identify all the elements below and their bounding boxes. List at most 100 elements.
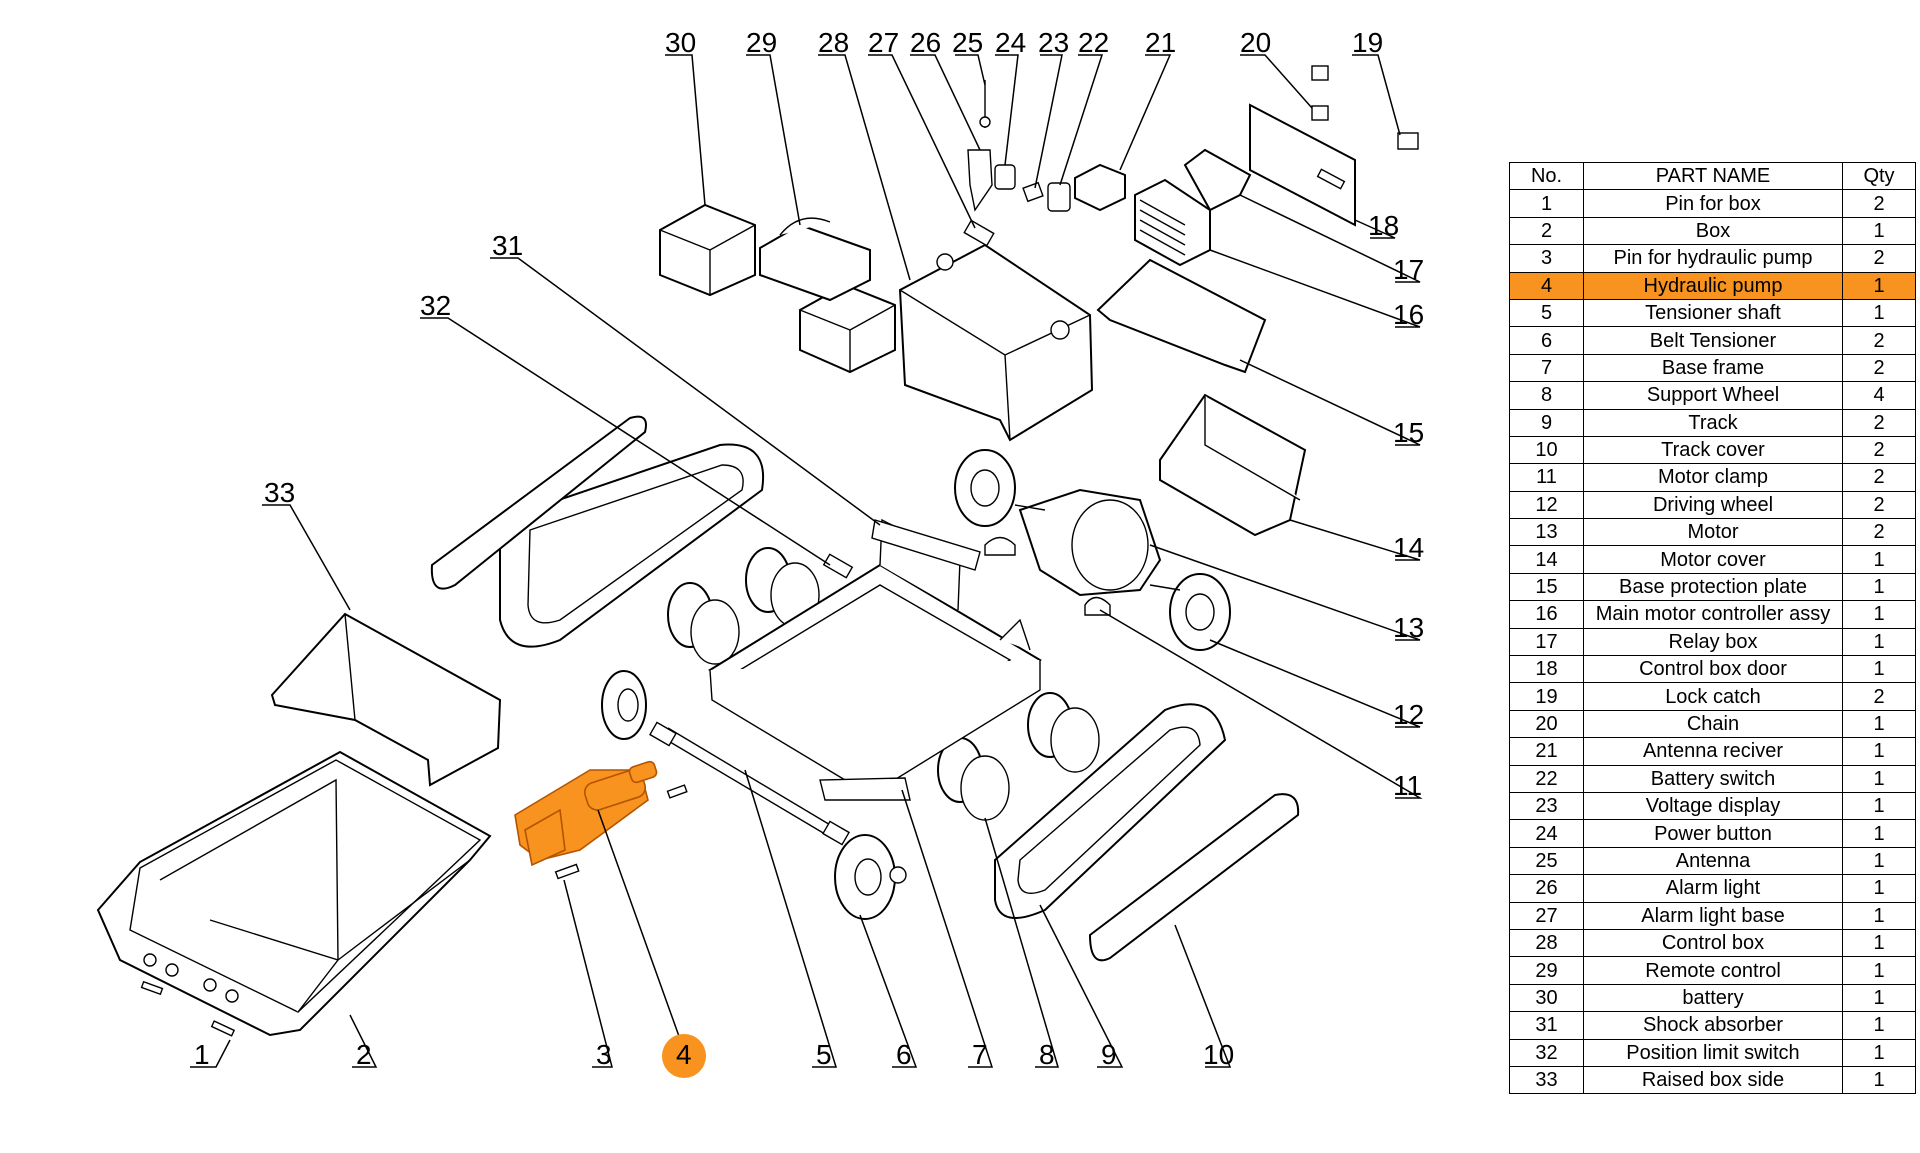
controller-fins (1139, 199, 1186, 256)
cell-part-name: Alarm light (1583, 874, 1843, 903)
cell-no: 27 (1509, 901, 1584, 930)
cell-no: 28 (1509, 928, 1584, 958)
cell-no: 16 (1509, 600, 1584, 629)
part-control-box (898, 243, 1094, 442)
cell-part-name: Motor (1583, 518, 1843, 547)
cell-qty: 1 (1842, 627, 1916, 657)
cell-part-name: battery (1583, 983, 1843, 1013)
cell-no: 25 (1509, 846, 1584, 876)
cell-no: 23 (1509, 791, 1584, 821)
part-raised-box-side (270, 612, 502, 787)
cell-part-name: Track (1583, 408, 1843, 437)
cell-no: 15 (1509, 572, 1584, 602)
cell-no: 8 (1509, 381, 1584, 410)
callout-20: 20 (1240, 27, 1271, 58)
callout-18: 18 (1368, 210, 1399, 241)
cell-no: 3 (1509, 244, 1584, 273)
callout-13: 13 (1393, 612, 1424, 643)
part-base-frame (708, 518, 1042, 801)
cell-qty: 2 (1842, 518, 1916, 547)
cell-no: 21 (1509, 737, 1584, 766)
cell-part-name: Hydraulic pump (1583, 271, 1843, 300)
callout-numbers: 1 2 3 4 5 6 7 8 9 10 11 12 13 14 15 16 1… (194, 27, 1424, 1070)
callout-32: 32 (420, 290, 451, 321)
cell-qty: 2 (1842, 326, 1916, 355)
cell-qty: 1 (1842, 819, 1916, 848)
callout-27: 27 (868, 27, 899, 58)
cell-no: 29 (1509, 956, 1584, 985)
cell-qty: 2 (1842, 435, 1916, 465)
cell-no: 5 (1509, 298, 1584, 328)
cell-no: 30 (1509, 983, 1584, 1013)
cell-qty: 4 (1842, 381, 1916, 410)
cell-no: 24 (1509, 819, 1584, 848)
cell-qty: 2 (1842, 463, 1916, 492)
cell-part-name: Control box (1583, 928, 1843, 958)
callout-1: 1 (194, 1039, 210, 1070)
cell-no: 9 (1509, 408, 1584, 437)
callout-17: 17 (1393, 254, 1424, 285)
cell-part-name: Driving wheel (1583, 490, 1843, 520)
cell-part-name: Main motor controller assy (1583, 600, 1843, 629)
cell-qty: 1 (1842, 600, 1916, 629)
callout-28: 28 (818, 27, 849, 58)
callout-19: 19 (1352, 27, 1383, 58)
callout-16: 16 (1393, 299, 1424, 330)
cell-part-name: Chain (1583, 709, 1843, 739)
callout-21: 21 (1145, 27, 1176, 58)
cell-part-name: Antenna reciver (1583, 737, 1843, 766)
cell-qty: 1 (1842, 983, 1916, 1013)
cell-no: 4 (1509, 271, 1584, 300)
cell-part-name: Battery switch (1583, 764, 1843, 793)
cell-no: 19 (1509, 682, 1584, 711)
cell-part-name: Shock absorber (1583, 1011, 1843, 1040)
cell-part-name: Track cover (1583, 435, 1843, 465)
cell-no: 2 (1509, 216, 1584, 246)
cell-qty: 1 (1842, 764, 1916, 793)
callout-7: 7 (972, 1039, 988, 1070)
cell-no: 31 (1509, 1011, 1584, 1040)
header-no: No. (1509, 161, 1584, 191)
cell-no: 32 (1509, 1038, 1584, 1067)
cell-part-name: Raised box side (1583, 1065, 1843, 1095)
cell-qty: 2 (1842, 490, 1916, 520)
header-qty: Qty (1842, 161, 1916, 191)
callout-26: 26 (910, 27, 941, 58)
cell-no: 13 (1509, 518, 1584, 547)
cell-part-name: Base protection plate (1583, 572, 1843, 602)
cell-part-name: Lock catch (1583, 682, 1843, 711)
cell-no: 14 (1509, 545, 1584, 574)
callout-11: 11 (1393, 770, 1422, 801)
cell-qty: 1 (1842, 1011, 1916, 1040)
cell-part-name: Motor cover (1583, 545, 1843, 574)
table-header-row: No. PART NAME Qty (1509, 161, 1916, 191)
cell-qty: 2 (1842, 682, 1916, 711)
cell-qty: 2 (1842, 353, 1916, 383)
cell-no: 26 (1509, 874, 1584, 903)
cell-part-name: Base frame (1583, 353, 1843, 383)
cell-no: 11 (1509, 463, 1584, 492)
cell-qty: 1 (1842, 1065, 1916, 1095)
cell-no: 22 (1509, 764, 1584, 793)
cell-qty: 1 (1842, 271, 1916, 300)
callout-3: 3 (596, 1039, 612, 1070)
